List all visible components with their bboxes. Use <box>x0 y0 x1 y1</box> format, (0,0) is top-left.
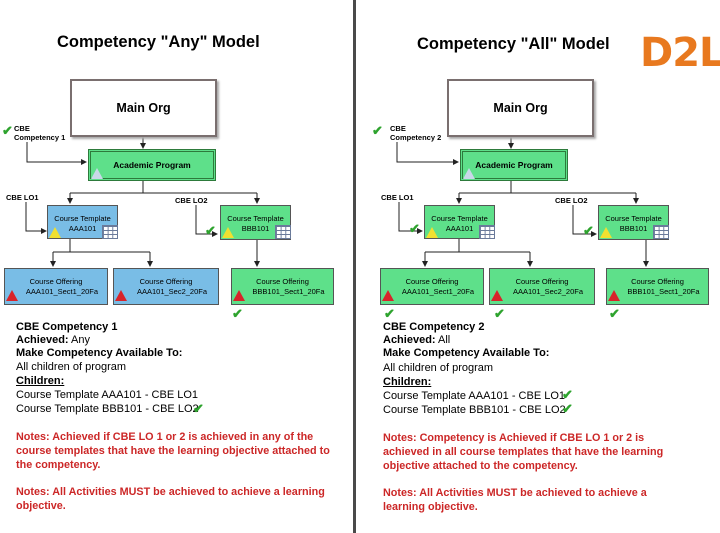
offering-code: AAA101_Sect1_20Fa <box>25 287 99 296</box>
lo1-label: CBE LO1 <box>381 193 414 202</box>
check-icon: ✔ <box>583 223 594 238</box>
check-icon: ✔ <box>562 387 573 402</box>
check-icon: ✔ <box>205 223 216 238</box>
grid-icon <box>479 225 495 239</box>
template-code: AAA101 <box>68 224 97 233</box>
course-offering-aaa101-sec2: Course Offering AAA101_Sec2_20Fa <box>489 268 595 305</box>
note-achievement: Notes: Competency is Achieved if CBE LO … <box>383 432 664 472</box>
pyramid-icon <box>426 227 438 238</box>
template-title: Course Template <box>605 214 662 223</box>
pyramid-icon <box>491 290 503 301</box>
children-label: Children: <box>383 376 432 388</box>
offering-title: Course Offering <box>405 277 459 286</box>
achieved-label: Achieved: <box>383 334 436 346</box>
achieved-label: Achieved: <box>16 334 69 346</box>
grid-icon <box>102 225 118 239</box>
main-org-node: Main Org <box>70 79 217 137</box>
pyramid-icon <box>233 290 245 301</box>
available-value: All children of program <box>16 361 127 373</box>
achieved-row: Achieved: All <box>383 334 450 348</box>
child-item: Course Template BBB101 - CBE LO2 <box>383 404 566 416</box>
lo1-label: CBE LO1 <box>6 193 39 202</box>
achieved-value: All <box>438 334 451 346</box>
child-item: Course Template AAA101 - CBE LO1 <box>16 389 199 401</box>
lo2-label: CBE LO2 <box>555 196 588 205</box>
info-title: CBE Competency 1 <box>16 321 118 333</box>
check-icon: ✔ <box>409 221 420 236</box>
template-title: Course Template <box>227 214 284 223</box>
course-offering-aaa101-sect1: Course Offering AAA101_Sect1_20Fa <box>4 268 108 305</box>
check-icon: ✔ <box>193 401 204 416</box>
note-achievement: Notes: Achieved if CBE LO 1 or 2 is achi… <box>16 431 330 471</box>
pyramid-icon <box>463 168 475 179</box>
offering-title: Course Offering <box>515 277 569 286</box>
offering-title: Course Offering <box>631 277 684 286</box>
template-code: BBB101 <box>241 224 270 233</box>
pyramid-icon <box>49 227 61 238</box>
academic-program-node: Academic Program <box>88 149 216 181</box>
academic-program-node: Academic Program <box>460 149 568 181</box>
panel-divider <box>353 0 356 533</box>
offering-title: Course Offering <box>256 277 309 286</box>
pyramid-icon <box>600 227 612 238</box>
check-icon: ✔ <box>494 306 505 321</box>
offering-code: BBB101_Sect1_20Fa <box>627 287 700 296</box>
info-title: CBE Competency 2 <box>383 321 485 333</box>
check-icon: ✔ <box>2 123 13 138</box>
check-icon: ✔ <box>562 401 573 416</box>
course-offering-aaa101-sect1: Course Offering AAA101_Sect1_20Fa <box>380 268 484 305</box>
offering-code: AAA101_Sec2_20Fa <box>512 287 584 296</box>
right-title: Competency "All" Model <box>417 35 610 53</box>
competency-label: CBE Competency 1 <box>14 124 66 142</box>
grid-icon <box>653 225 669 239</box>
course-offering-aaa101-sec2: Course Offering AAA101_Sec2_20Fa <box>113 268 219 305</box>
available-label: Make Competency Available To: <box>383 347 550 359</box>
pyramid-icon <box>222 227 234 238</box>
offering-code: AAA101_Sec2_20Fa <box>136 287 208 296</box>
achieved-value: Any <box>71 334 90 346</box>
note-activities: Notes: All Activities MUST be achieved t… <box>16 486 325 512</box>
check-icon: ✔ <box>232 306 243 321</box>
achieved-row: Achieved: Any <box>16 334 90 348</box>
pyramid-icon <box>91 168 103 179</box>
check-icon: ✔ <box>609 306 620 321</box>
available-value: All children of program <box>383 362 494 374</box>
offering-code: AAA101_Sect1_20Fa <box>401 287 475 296</box>
left-title: Competency "Any" Model <box>57 33 260 51</box>
template-title: Course Template <box>431 214 488 223</box>
d2l-logo: D2L <box>640 30 720 76</box>
pyramid-icon <box>382 290 394 301</box>
main-org-node: Main Org <box>447 79 594 137</box>
pyramid-icon <box>115 290 127 301</box>
course-offering-bbb101-sect1: Course Offering BBB101_Sect1_20Fa <box>606 268 709 305</box>
check-icon: ✔ <box>372 123 383 138</box>
pyramid-icon <box>6 290 18 301</box>
template-code: BBB101 <box>619 224 648 233</box>
child-item: Course Template AAA101 - CBE LO1 <box>383 390 566 402</box>
note-activities: Notes: All Activities MUST be achieved t… <box>383 487 647 513</box>
offering-title: Course Offering <box>29 277 83 286</box>
lo2-label: CBE LO2 <box>175 196 208 205</box>
available-label: Make Competency Available To: <box>16 347 183 359</box>
template-code: AAA101 <box>445 224 474 233</box>
child-item: Course Template BBB101 - CBE LO2 <box>16 403 199 415</box>
pyramid-icon <box>608 290 620 301</box>
template-title: Course Template <box>54 214 111 223</box>
children-label: Children: <box>16 375 65 387</box>
offering-title: Course Offering <box>139 277 193 286</box>
competency-label: CBE Competency 2 <box>390 124 442 142</box>
grid-icon <box>275 225 291 239</box>
program-label: Academic Program <box>475 160 553 170</box>
check-icon: ✔ <box>384 306 395 321</box>
program-label: Academic Program <box>113 160 191 170</box>
course-offering-bbb101-sect1: Course Offering BBB101_Sect1_20Fa <box>231 268 334 305</box>
offering-code: BBB101_Sect1_20Fa <box>252 287 325 296</box>
